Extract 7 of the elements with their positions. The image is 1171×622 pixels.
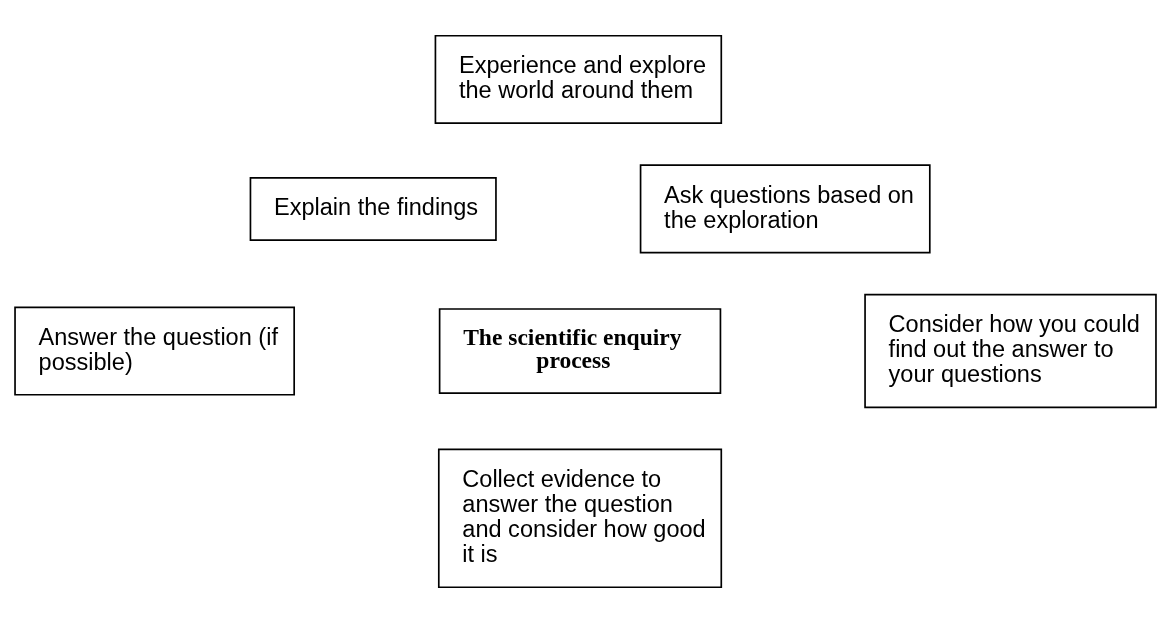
node-box: The scientific enquiry process [438,307,722,394]
node-box: Experience and explore the world around them [434,34,723,124]
node-box: Answer the question (if possible) [14,305,295,396]
node-box: Ask questions based on the exploration [639,163,931,253]
node-box: Explain the findings [249,176,497,241]
node-box: Consider how you could find out the answer to your questions [864,293,1157,408]
node-box: Collect evidence to answer the question and consider how good it is [437,448,723,588]
